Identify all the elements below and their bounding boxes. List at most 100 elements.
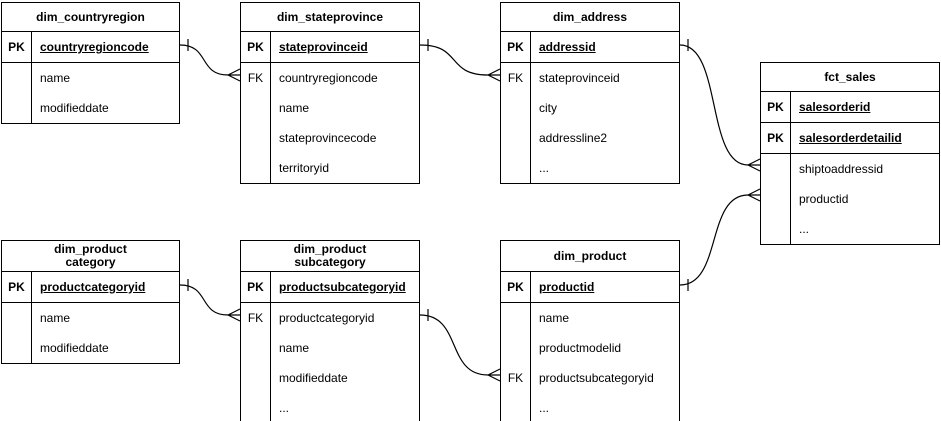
relationship-dim_product-fct_sales[interactable] [679,188,761,291]
table-body: name modifieddate [2,63,179,123]
row-label [241,153,271,183]
fk-label: FK [241,63,271,93]
many-crowfoot-icon [747,158,761,172]
field-name: name [539,311,570,325]
field-row: addressline2 [501,123,679,153]
table-title: dim_product category [2,241,179,272]
field-name: productmodelid [539,341,622,355]
field-row: FK productsubcategoryid [501,363,679,393]
key-row: PK salesorderdetailid [761,123,939,154]
field-row: modifieddate [2,93,179,123]
field-name: territoryid [279,161,330,175]
table-title: dim_address [501,3,679,32]
row-label [761,184,791,214]
field-row: name [501,303,679,333]
pk-label: PK [761,123,791,153]
relationship-dim_productsubcategory-dim_product[interactable] [419,309,501,382]
pk-label: PK [241,272,271,302]
field-row: productmodelid [501,333,679,363]
field-name: stateprovinceid [539,71,620,85]
field-name: name [40,71,71,85]
field-name: modifieddate [40,101,109,115]
row-label [761,154,791,184]
field-row: name [241,333,419,363]
field-name: name [279,101,310,115]
pk-field: salesorderdetailid [799,131,902,145]
key-row: PK productid [501,272,679,303]
field-row: territoryid [241,153,419,183]
field-row: modifieddate [2,333,179,363]
row-label [501,123,531,153]
row-label [2,333,32,363]
many-crowfoot-icon [227,308,241,322]
table-title: dim_product [501,241,679,272]
field-name: shiptoaddressid [799,162,884,176]
field-name: modifieddate [40,341,109,355]
pk-label: PK [2,32,32,62]
connector-line[interactable] [679,194,749,286]
field-name: productsubcategoryid [539,371,654,385]
fk-label: FK [241,303,271,333]
field-row: ... [761,214,939,244]
row-label [501,93,531,123]
field-name: ... [279,401,290,415]
table-body: name modifieddate [2,303,179,363]
row-label [501,303,531,333]
row-label [241,93,271,123]
pk-label: PK [501,272,531,302]
field-row: name [2,63,179,93]
table-body: FK countryregioncode name stateprovincecode… [241,63,419,183]
relationship-dim_stateprovince-dim_address[interactable] [419,39,501,82]
field-name: countryregioncode [279,71,378,85]
field-row: ... [501,153,679,183]
pk-field: productid [539,280,595,294]
row-label [241,123,271,153]
table-title: fct_sales [761,63,939,92]
row-label [2,63,32,93]
relationship-dim_address-fct_sales[interactable] [679,39,761,172]
field-name: ... [539,161,550,175]
row-label [501,393,531,421]
connector-line[interactable] [419,314,489,376]
field-row: name [2,303,179,333]
connector-line[interactable] [179,284,229,316]
pk-field: countryregioncode [40,40,149,54]
pk-field: productcategoryid [40,280,146,294]
table-title: dim_countryregion [2,3,179,32]
pk-field: addressid [539,40,596,54]
many-crowfoot-icon [747,188,761,202]
table-title: dim_product subcategory [241,241,419,272]
relationship-dim_productcategory-dim_productsubcategory[interactable] [179,279,241,322]
relationship-dim_countryregion-dim_stateprovince[interactable] [179,39,241,82]
connector-line[interactable] [679,44,749,166]
field-row: stateprovincecode [241,123,419,153]
row-label [501,153,531,183]
table-title: dim_stateprovince [241,3,419,32]
field-row: name [241,93,419,123]
pk-field: stateprovinceid [279,40,368,54]
row-label [2,303,32,333]
connector-line[interactable] [179,44,229,76]
many-crowfoot-icon [487,368,501,382]
row-label [241,393,271,421]
field-name: ... [799,222,810,236]
fk-label: FK [501,363,531,393]
field-name: name [279,341,310,355]
field-row: modifieddate [241,363,419,393]
field-row: FK countryregioncode [241,63,419,93]
connector-line[interactable] [419,44,489,76]
